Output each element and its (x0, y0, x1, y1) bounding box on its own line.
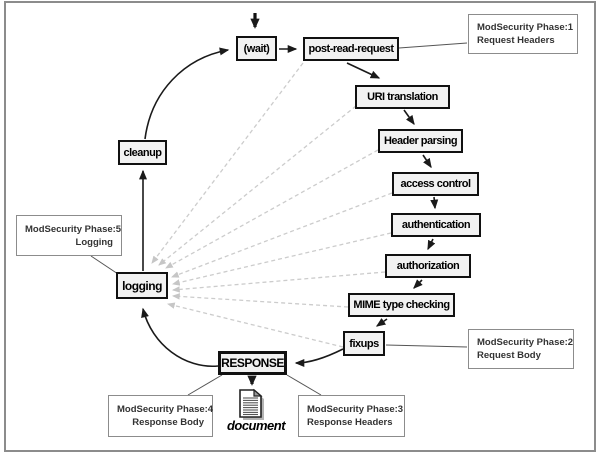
note-phase2-line2: Request Body (477, 350, 541, 361)
node-logging: logging (116, 272, 168, 299)
document-icon (239, 388, 264, 420)
node-header-parsing: Header parsing (378, 129, 463, 153)
connector-phase1-to-post-read (398, 42, 468, 49)
dashed-arrow-authentication-to-logging (171, 232, 392, 286)
node-post-read-request: post-read-request (303, 37, 399, 61)
arrow-authentication-to-authorization (427, 238, 436, 251)
node-response: RESPONSE (218, 351, 287, 375)
flow-arrows (139, 45, 439, 367)
node-authentication: authentication (391, 213, 481, 237)
dashed-arrow-access-control-to-logging (171, 192, 393, 278)
arrow-post-read-to-uri (346, 62, 381, 79)
note-phase4-line2: Response Body (132, 417, 204, 428)
note-phase5-line2: Logging (75, 236, 113, 248)
note-phase3-line1: ModSecurity Phase:3 (307, 404, 404, 415)
connector-phase2-to-fixups (385, 344, 468, 348)
node-cleanup: cleanup (118, 140, 167, 165)
connector-phase5-to-logging (90, 255, 119, 275)
document-label: document (226, 418, 286, 433)
node-fixups: fixups (343, 331, 385, 356)
note-phase1-line1: ModSecurity Phase:1 (477, 22, 574, 33)
node-wait: (wait) (236, 36, 277, 61)
arrow-mime-to-fixups (375, 317, 388, 327)
note-connectors (90, 42, 468, 396)
dashed-arrow-uri-translation-to-logging (158, 105, 357, 266)
arrow-response-to-logging (141, 307, 219, 367)
dashed-arrow-mime-checking-to-logging (171, 293, 349, 308)
node-uri-translation: URI translation (355, 85, 450, 109)
note-modsecurity-phase4: ModSecurity Phase:4 Response Body (108, 395, 213, 437)
note-phase3-line2: Response Headers (307, 417, 393, 428)
note-modsecurity-phase3: ModSecurity Phase:3 Response Headers (298, 395, 405, 437)
arrow-cleanup-to-wait (144, 47, 230, 140)
dashed-arrow-fixups-to-logging (166, 302, 344, 348)
note-modsecurity-phase2: ModSecurity Phase:2 Request Body (468, 329, 574, 369)
note-phase2-line1: ModSecurity Phase:2 (477, 337, 574, 348)
arrow-access-to-authentication (430, 196, 439, 210)
node-mime-type-checking: MIME type checking (348, 293, 455, 317)
connector-response-to-phase4 (187, 374, 223, 396)
dashed-logging-arrows (151, 62, 393, 348)
arrow-fixups-to-response (294, 348, 344, 367)
arrow-header-to-access-control (422, 154, 432, 169)
thick-arrows (247, 13, 260, 386)
note-phase4-line1: ModSecurity Phase:4 (117, 404, 214, 415)
node-access-control: access control (392, 172, 479, 196)
note-phase5-line1: ModSecurity Phase:5 (25, 223, 122, 235)
node-authorization: authorization (385, 254, 471, 278)
dashed-arrow-authorization-to-logging (171, 271, 386, 293)
note-modsecurity-phase1: ModSecurity Phase:1 Request Headers (468, 14, 578, 54)
note-phase1-line2: Request Headers (477, 35, 555, 46)
connector-response-to-phase3 (286, 374, 322, 396)
dashed-arrow-post-read-to-logging (151, 62, 304, 264)
arrow-uri-to-header-parsing (403, 109, 415, 126)
arrow-authorization-to-mime (413, 279, 423, 289)
note-modsecurity-phase5: ModSecurity Phase:5 Logging (16, 215, 122, 256)
dashed-arrow-header-parsing-to-logging (165, 149, 379, 269)
